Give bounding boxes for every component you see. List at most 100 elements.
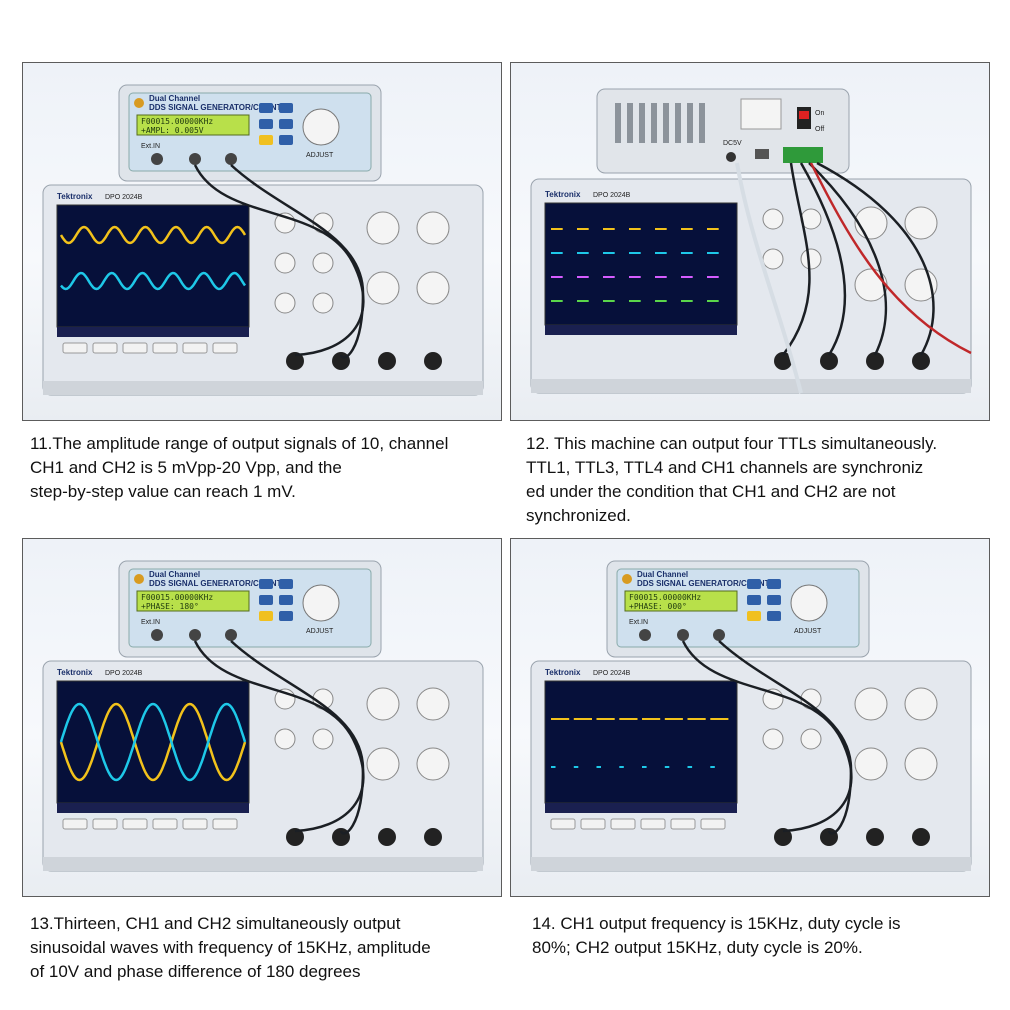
scope-softkey-3[interactable] — [122, 818, 148, 830]
scope-knob-4[interactable] — [800, 248, 822, 270]
photo-4-illustration: Dual Channel DDS SIGNAL GENERATOR/COUNTE… — [530, 560, 972, 872]
ch1-output-connector — [189, 153, 201, 165]
scope-softkey-6[interactable] — [212, 342, 238, 354]
scope-input-1 — [286, 828, 304, 846]
scope-input-1 — [774, 828, 792, 846]
scope-softkey-2[interactable] — [92, 818, 118, 830]
scope-knob-3[interactable] — [274, 728, 296, 750]
caption-14-line-1: 14. CH1 output frequency is 15KHz, duty … — [532, 914, 901, 933]
scope-softkey-6[interactable] — [700, 818, 726, 830]
scope-knob-8[interactable] — [904, 747, 938, 781]
scope-knob-4[interactable] — [800, 728, 822, 750]
scope-knob-3[interactable] — [274, 252, 296, 274]
lcd-line-2: +PHASE: 180° — [141, 602, 199, 611]
probe-cable-1 — [782, 162, 811, 356]
scope-brand: Tektronix — [57, 192, 93, 201]
lcd-line-2: +PHASE: 000° — [629, 602, 687, 611]
scope-knob-6[interactable] — [904, 206, 938, 240]
scope-softkey-4[interactable] — [640, 818, 666, 830]
generator-lcd — [136, 590, 250, 612]
caption-12-line-4: synchronized. — [526, 506, 631, 525]
scope-knob-7[interactable] — [366, 747, 400, 781]
wave-button[interactable] — [259, 119, 273, 129]
adjust-knob[interactable] — [790, 584, 828, 622]
scope-softkey-2[interactable] — [580, 818, 606, 830]
scope-softkey-1[interactable] — [62, 818, 88, 830]
wave-button[interactable] — [259, 595, 273, 605]
adjust-knob[interactable] — [302, 108, 340, 146]
scope-knob-9[interactable] — [366, 271, 400, 305]
scope-softkey-3[interactable] — [610, 818, 636, 830]
ttl-terminal-block — [783, 147, 823, 163]
scope-softkey-4[interactable] — [152, 818, 178, 830]
caption-14-line-2: 80%; CH2 output 15KHz, duty cycle is 20%… — [532, 938, 863, 957]
scope-knob-4[interactable] — [312, 252, 334, 274]
caption-12-line-1: 12. This machine can output four TTLs si… — [526, 434, 938, 453]
scope-knob-1[interactable] — [762, 208, 784, 230]
scope-softkey-5[interactable] — [182, 342, 208, 354]
ext-in-connector — [639, 629, 651, 641]
scope-knob-10[interactable] — [416, 271, 450, 305]
ok-confirm-button[interactable] — [767, 611, 781, 621]
scope-input-3 — [866, 352, 884, 370]
scope-softkey-3[interactable] — [122, 342, 148, 354]
set-button[interactable] — [767, 579, 781, 589]
ok-confirm-button[interactable] — [279, 135, 293, 145]
generator-title-1: Dual Channel — [149, 570, 200, 579]
ch1-output-connector — [677, 629, 689, 641]
caption-12-line-3: ed under the condition that CH1 and CH2 … — [526, 482, 896, 501]
set-button[interactable] — [279, 579, 293, 589]
red-clip-wire — [809, 162, 972, 355]
wave-button[interactable] — [747, 595, 761, 605]
ch-select-button[interactable] — [747, 579, 761, 589]
ampl-button[interactable] — [279, 595, 293, 605]
caption-12-line-2: TTL1, TTL3, TTL4 and CH1 channels are sy… — [526, 458, 924, 477]
scope-knob-3[interactable] — [762, 728, 784, 750]
ok-confirm-button[interactable] — [279, 611, 293, 621]
scope-knob-7[interactable] — [366, 211, 400, 245]
photo-panel-1: Dual Channel DDS SIGNAL GENERATOR/COUNTE… — [22, 62, 502, 421]
scope-softkey-6[interactable] — [212, 818, 238, 830]
white-power-cable — [735, 162, 803, 394]
photo-1-illustration: Dual Channel DDS SIGNAL GENERATOR/COUNTE… — [42, 84, 484, 396]
ok-button[interactable] — [259, 611, 273, 621]
scope-softkey-1[interactable] — [550, 818, 576, 830]
dc5v-jack — [726, 152, 736, 162]
lcd-line-1: F00015.00000KHz — [141, 117, 213, 126]
scope-knob-6[interactable] — [416, 687, 450, 721]
scope-knob-5[interactable] — [854, 687, 888, 721]
scope-softkey-5[interactable] — [670, 818, 696, 830]
scope-knob-8[interactable] — [416, 747, 450, 781]
scope-knob-8[interactable] — [416, 211, 450, 245]
caption-13-line-3: of 10V and phase difference of 180 degre… — [30, 962, 361, 981]
ampl-button[interactable] — [279, 119, 293, 129]
scope-knob-6[interactable] — [312, 292, 334, 314]
ch-select-button[interactable] — [259, 579, 273, 589]
generator-logo-icon — [134, 98, 144, 108]
usb-port — [755, 149, 769, 159]
scope-softkey-4[interactable] — [152, 342, 178, 354]
lcd-line-1: F00015.00000KHz — [629, 593, 701, 602]
generator-logo-icon — [622, 574, 632, 584]
scope-model: DPO 2024B — [593, 192, 631, 199]
scope-knob-7[interactable] — [854, 747, 888, 781]
scope-knob-6[interactable] — [904, 687, 938, 721]
ch2-output-connector — [225, 629, 237, 641]
ch2-waveform — [59, 702, 247, 782]
ampl-button[interactable] — [767, 595, 781, 605]
scope-softkey-2[interactable] — [92, 342, 118, 354]
ok-button[interactable] — [747, 611, 761, 621]
generator-title-2: DDS SIGNAL GENERATOR/COUNTER — [149, 579, 293, 588]
scope-knob-3[interactable] — [762, 248, 784, 270]
adjust-knob[interactable] — [302, 584, 340, 622]
ch-select-button[interactable] — [259, 103, 273, 113]
lcd-line-2: +AMPL: 0.005V — [141, 126, 204, 135]
set-button[interactable] — [279, 103, 293, 113]
scope-screen — [544, 680, 738, 804]
scope-knob-5[interactable] — [274, 292, 296, 314]
scope-knob-4[interactable] — [312, 728, 334, 750]
scope-softkey-5[interactable] — [182, 818, 208, 830]
ok-button[interactable] — [259, 135, 273, 145]
scope-softkey-1[interactable] — [62, 342, 88, 354]
scope-knob-5[interactable] — [366, 687, 400, 721]
